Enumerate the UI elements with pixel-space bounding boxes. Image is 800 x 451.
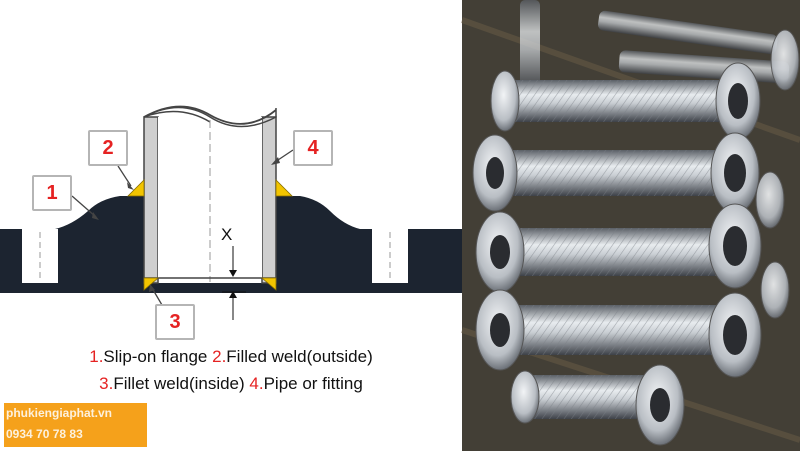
watermark-phone: 0934 70 78 83 [6,427,83,441]
outside-weld-left [127,179,145,197]
hose-1 [490,62,761,140]
leader-2 [117,165,132,187]
pipe-wall-left [143,116,159,284]
leader-1 [71,195,97,218]
flange-diagram [0,105,462,320]
outside-weld-right [275,179,293,197]
pipe-wall-right [261,116,277,284]
label-4: 4 [293,130,333,166]
label-1: 1 [32,175,72,211]
caption-num-2: 2. [212,347,227,366]
caption-line-1: 1.Slip-on flange 2.Filled weld(outside) [0,347,462,367]
label-2: 2 [88,130,128,166]
watermark-box [4,403,147,447]
leader-3 [151,287,163,306]
gap-symbol: X [221,225,233,244]
watermark-site: phukiengiaphat.vn [6,406,113,420]
slip-on-flange-right [275,196,462,283]
label-3: 3 [155,304,195,340]
caption-text-4: Pipe or fitting [263,374,363,393]
inside-weld-right [260,277,277,291]
hose-4 [475,289,762,378]
hose-photo [460,0,800,451]
caption-num-1: 1. [89,347,104,366]
caption-text-3: Fillet weld(inside) [113,374,250,393]
caption-text-1: Slip-on flange [103,347,213,366]
caption-line-2: 3.Fillet weld(inside) 4.Pipe or fitting [0,374,462,394]
caption-num-4: 4. [249,374,264,393]
caption-num-3: 3. [99,374,114,393]
hose-5 [510,364,685,446]
caption-text-2: Filled weld(outside) [226,347,373,366]
hose-2 [472,132,760,214]
flange-bore-bottom [55,283,405,293]
inside-weld-left [143,277,160,291]
hose-3 [475,203,762,293]
